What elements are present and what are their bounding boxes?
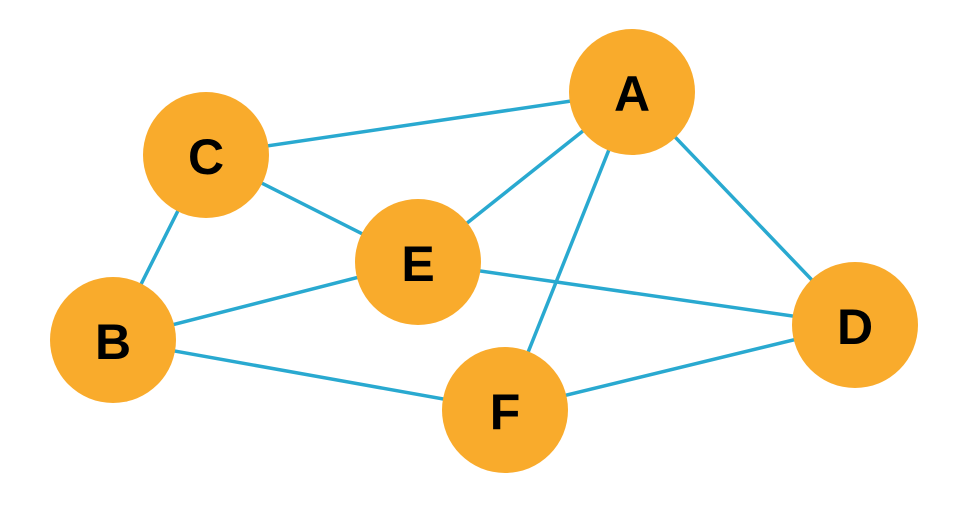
node-d: D: [792, 262, 918, 388]
edge-e-d: [416, 260, 857, 327]
node-label-d: D: [837, 299, 873, 355]
node-e: E: [355, 199, 481, 325]
node-label-e: E: [401, 236, 434, 292]
edge-b-f: [111, 338, 507, 412]
node-circle-b: [50, 277, 176, 403]
edge-c-a: [204, 90, 634, 157]
node-circle-e: [355, 199, 481, 325]
node-label-c: C: [188, 129, 224, 185]
node-circle-f: [442, 347, 568, 473]
node-label-b: B: [95, 314, 131, 370]
node-circle-c: [143, 92, 269, 218]
node-f: F: [442, 347, 568, 473]
node-circle-d: [792, 262, 918, 388]
node-label-f: F: [490, 384, 521, 440]
node-c: C: [143, 92, 269, 218]
node-a: A: [569, 29, 695, 155]
node-label-a: A: [614, 66, 650, 122]
node-b: B: [50, 277, 176, 403]
nodes-layer: A B C D E F: [50, 29, 918, 473]
node-circle-a: [569, 29, 695, 155]
